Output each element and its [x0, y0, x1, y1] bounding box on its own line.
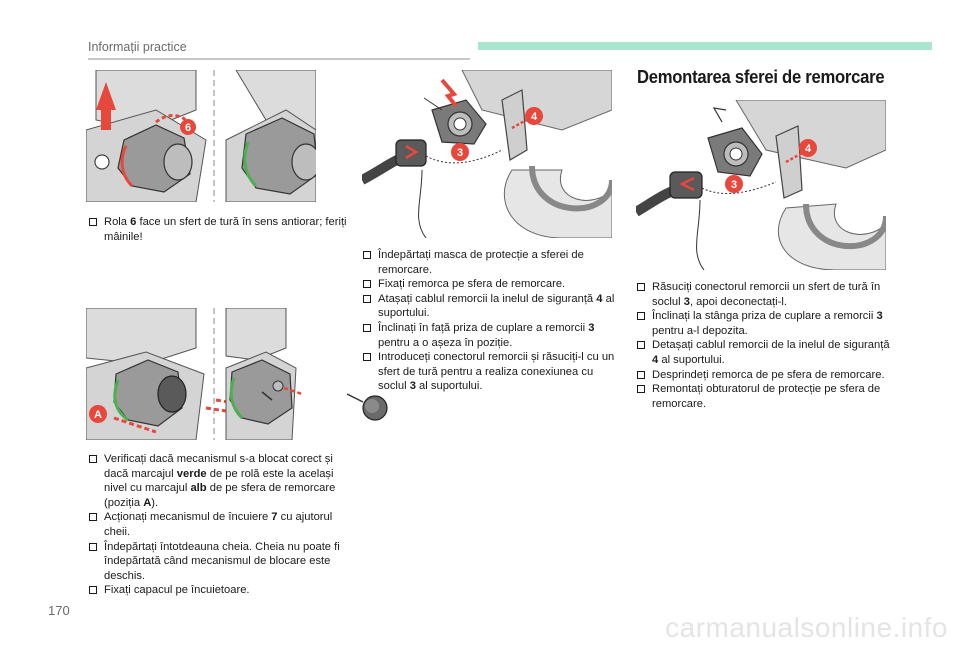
instruction-item: Răsuciți conectorul remorcii un sfert de…: [636, 280, 894, 309]
instruction-item: Remontați obturatorul de protecție pe sf…: [636, 382, 894, 411]
callout-4-badge: [799, 139, 817, 157]
callout-3: 3: [457, 147, 463, 159]
instruction-item: Acționați mecanismul de încuiere 7 cu aj…: [88, 510, 348, 539]
instruction-item: Detașați cablul remorcii de la inelul de…: [636, 338, 894, 367]
callout-3-badge: [451, 143, 469, 161]
instruction-item: Înclinați la stânga priza de cuplare a r…: [636, 309, 894, 338]
instruction-item: Verificați dacă mecanismul s-a blocat co…: [88, 452, 348, 510]
callout-6-badge: [180, 119, 196, 135]
middle-instructions: Îndepărtați masca de protecție a sferei …: [362, 248, 620, 394]
illustration-lock-key: A 7: [86, 308, 316, 440]
right-instructions: Răsuciți conectorul remorcii un sfert de…: [636, 280, 894, 411]
illustration-socket-connection: 3 4: [362, 70, 612, 238]
instruction-item: Fixați capacul pe încuietoare.: [88, 583, 348, 598]
section-label: Informații practice: [88, 40, 187, 54]
illustration-socket-removal: 3 4: [636, 100, 886, 270]
callout-3-badge: [725, 175, 743, 193]
instruction-item: Îndepărtați masca de protecție a sferei …: [362, 248, 620, 277]
instruction-item: Rola 6 face un sfert de tură în sens ant…: [88, 215, 350, 244]
illustration-roller-rotation: 6: [86, 70, 316, 202]
callout-3: 3: [731, 179, 737, 191]
illustration-lock-cap: [345, 388, 395, 428]
header-accent-bar: [478, 42, 932, 50]
callout-6: 6: [185, 122, 191, 134]
callout-a-badge: [89, 405, 107, 423]
callout-a: A: [94, 409, 102, 421]
callout-4: 4: [805, 143, 812, 155]
callout-4: 4: [531, 111, 538, 123]
header-rule: [88, 58, 470, 60]
callout-4-badge: [525, 107, 543, 125]
left-top-instructions: Rola 6 face un sfert de tură în sens ant…: [88, 215, 350, 244]
instruction-item: Introduceți conectorul remorcii și răsuc…: [362, 350, 620, 394]
section-heading: Demontarea sferei de remorcare: [637, 66, 885, 87]
left-bottom-instructions: Verificați dacă mecanismul s-a blocat co…: [88, 452, 348, 598]
instruction-item: Fixați remorca pe sfera de remorcare.: [362, 277, 620, 292]
instruction-item: Desprindeți remorca de pe sfera de remor…: [636, 368, 894, 383]
page-number: 170: [48, 603, 70, 618]
instruction-item: Atașați cablul remorcii la inelul de sig…: [362, 292, 620, 321]
watermark[interactable]: carmanualsonline.info: [665, 612, 948, 643]
instruction-item: Îndepărtați întotdeauna cheia. Cheia nu …: [88, 540, 348, 584]
instruction-item: Înclinați în față priza de cuplare a rem…: [362, 321, 620, 350]
